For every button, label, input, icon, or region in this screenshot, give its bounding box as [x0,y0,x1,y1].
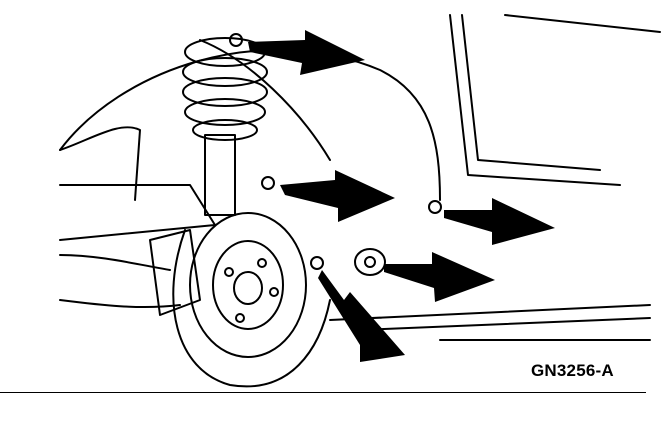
control-arm [59,184,216,241]
fender-bolt-point [428,200,442,214]
callout-arrows [248,30,555,362]
tire-outline [172,229,331,388]
divider [0,392,646,393]
arrow-icon [318,270,405,362]
body-panel [449,14,621,186]
rocker-panel [329,304,651,341]
trailing-arm [59,254,171,271]
arrow-icon [444,198,555,245]
mount-point-b [354,248,386,276]
lower-link [59,299,181,309]
strut-body [204,134,236,216]
brake-rotor [189,212,307,358]
inner-arch [199,39,331,161]
upper-mount-bolt [229,33,243,47]
body-top-line [504,14,661,33]
body-panel-2 [461,14,601,171]
figure-code: GN3256-A [531,361,614,380]
hub-outer [212,240,284,330]
hub-inner [233,271,263,305]
knuckle [149,229,201,316]
brake-line [59,126,141,201]
coil-spring [182,37,268,141]
arrow-icon [248,30,365,75]
arrow-icon [280,170,395,222]
wheel-arch-outline [59,49,441,201]
arrow-icon [384,252,495,302]
mount-point-a [310,256,324,270]
strut-lower-bolt-point [261,176,275,190]
